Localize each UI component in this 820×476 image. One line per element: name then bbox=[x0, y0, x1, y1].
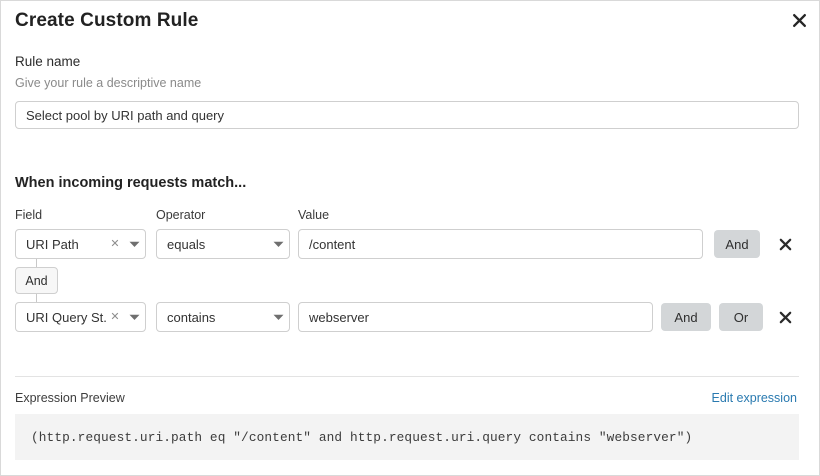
delete-condition-button-2[interactable] bbox=[775, 306, 795, 328]
add-and-condition-button-2[interactable]: And bbox=[661, 303, 711, 331]
add-and-condition-button-1[interactable]: And bbox=[714, 230, 760, 258]
chevron-down-icon-glyph bbox=[273, 314, 283, 320]
chevron-down-icon-glyph bbox=[129, 314, 139, 320]
operator-select-2[interactable]: contains bbox=[156, 302, 290, 332]
chevron-down-icon[interactable] bbox=[123, 230, 145, 258]
conditions-heading: When incoming requests match... bbox=[15, 175, 247, 191]
operator-select-2-value: contains bbox=[167, 309, 216, 325]
condition-row: URI Query St... ✕ contains And Or bbox=[1, 302, 819, 332]
chevron-down-icon[interactable] bbox=[123, 303, 145, 331]
column-header-value: Value bbox=[298, 208, 330, 222]
close-icon bbox=[779, 238, 791, 250]
add-or-condition-button-2[interactable]: Or bbox=[719, 303, 763, 331]
value-input-1[interactable] bbox=[298, 229, 703, 259]
section-divider bbox=[15, 376, 799, 377]
close-icon bbox=[779, 311, 791, 323]
clear-icon[interactable]: ✕ bbox=[110, 310, 120, 323]
expression-preview-box: (http.request.uri.path eq "/content" and… bbox=[15, 414, 799, 460]
chevron-down-icon[interactable] bbox=[267, 303, 289, 331]
delete-condition-button-1[interactable] bbox=[775, 233, 795, 255]
close-icon[interactable] bbox=[787, 8, 811, 32]
chevron-down-icon-glyph bbox=[273, 241, 283, 247]
close-icon-glyph bbox=[792, 13, 806, 27]
chevron-down-icon-glyph bbox=[129, 241, 139, 247]
clear-icon[interactable]: ✕ bbox=[110, 237, 120, 250]
connector-and-badge[interactable]: And bbox=[15, 267, 58, 294]
field-select-2[interactable]: URI Query St... ✕ bbox=[15, 302, 146, 332]
chevron-down-icon[interactable] bbox=[267, 230, 289, 258]
value-input-2[interactable] bbox=[298, 302, 653, 332]
expression-preview-text: (http.request.uri.path eq "/content" and… bbox=[31, 429, 693, 445]
connector-line-bottom bbox=[36, 294, 37, 303]
field-select-2-value: URI Query St... bbox=[26, 309, 107, 325]
connector-line-top bbox=[36, 259, 37, 268]
operator-select-1-value: equals bbox=[167, 236, 206, 252]
field-select-1-value: URI Path bbox=[26, 236, 79, 252]
condition-connector: And bbox=[15, 259, 135, 303]
dialog-title: Create Custom Rule bbox=[15, 10, 199, 31]
expression-preview-label: Expression Preview bbox=[15, 391, 125, 405]
operator-select-1[interactable]: equals bbox=[156, 229, 290, 259]
rule-name-label: Rule name bbox=[15, 54, 81, 69]
condition-row: URI Path ✕ equals And bbox=[1, 229, 819, 259]
rule-name-hint: Give your rule a descriptive name bbox=[15, 76, 202, 90]
column-header-field: Field bbox=[15, 208, 43, 222]
edit-expression-link[interactable]: Edit expression bbox=[711, 391, 797, 405]
rule-name-input[interactable] bbox=[15, 101, 799, 129]
column-header-operator: Operator bbox=[156, 208, 206, 222]
field-select-1[interactable]: URI Path ✕ bbox=[15, 229, 146, 259]
